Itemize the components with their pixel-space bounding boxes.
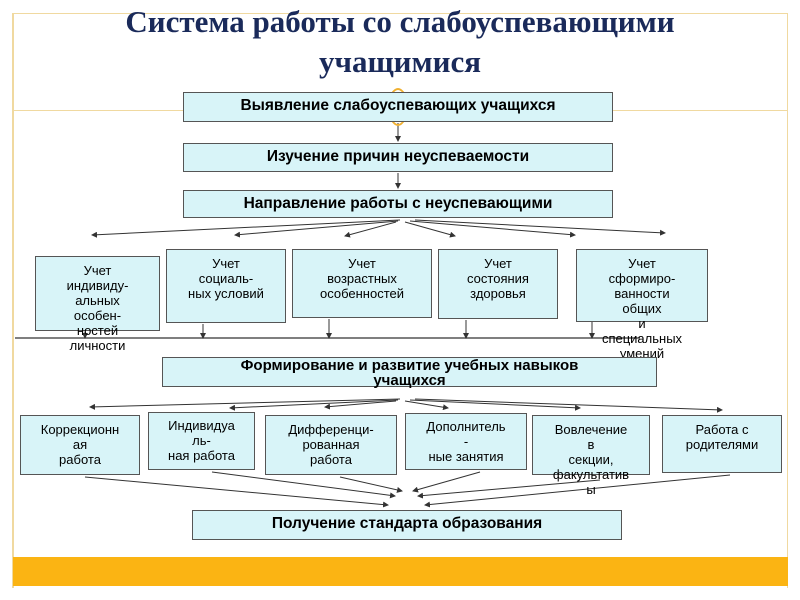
slide-frame-right — [787, 13, 788, 588]
box-line: состояния — [467, 271, 529, 286]
box-line: ные занятия — [428, 449, 504, 464]
box-line: Вовлечение — [554, 422, 628, 437]
box-line: ванности — [614, 286, 670, 301]
work-sections: Вовлечение в секции, факультатив ы — [532, 415, 650, 497]
box-line: альных — [75, 293, 120, 308]
result-box: Получение стандарта образования — [192, 510, 622, 540]
box-line: личности — [69, 338, 126, 353]
box-line: ностей — [76, 323, 119, 338]
box-line: ы — [586, 482, 596, 497]
box-line: возрастных — [327, 271, 397, 286]
box-line: работа — [310, 452, 352, 467]
box-line: социаль- — [198, 271, 254, 286]
title-line: Система работы со слабоуспевающими — [125, 4, 675, 39]
work-correction: Коррекционн ая работа — [20, 415, 140, 475]
box-line: в — [587, 437, 595, 452]
box-line: и — [638, 316, 646, 331]
accounting-health: Учет состояния здоровья — [438, 249, 558, 319]
box-line: Работа с — [695, 422, 749, 437]
step-direction: Направление работы с неуспевающими — [183, 190, 613, 218]
box-line: ных условий — [188, 286, 264, 301]
box-line: ая — [72, 437, 88, 452]
box-line: - — [463, 434, 469, 449]
box-line: Учет — [628, 256, 656, 271]
box-line: Учет — [484, 256, 512, 271]
box-line: Учет — [212, 256, 240, 271]
box-line: Учет — [348, 256, 376, 271]
box-line: Учет — [83, 263, 112, 278]
box-line: Дополнитель — [426, 419, 506, 434]
box-line: особен- — [73, 308, 122, 323]
box-line: Индивидуа — [168, 418, 235, 433]
box-line: специальных — [601, 331, 683, 346]
accounting-social: Учет социаль- ных условий — [166, 249, 286, 323]
box-line: секции, — [568, 452, 614, 467]
box-line: общих — [622, 301, 662, 316]
box-line: учащихся — [373, 372, 446, 389]
accounting-skills: Учет сформиро- ванности общих и специаль… — [576, 249, 708, 361]
accounting-age: Учет возрастных особенностей — [292, 249, 432, 318]
box-line: Коррекционн — [40, 422, 120, 437]
formation-box: Формирование и развитие учебных навыков … — [162, 357, 657, 389]
box-line: факультатив — [552, 467, 630, 482]
box-line: ная работа — [168, 448, 235, 463]
work-differentiated: Дифференци- рованная работа — [265, 415, 397, 475]
box-line: сформиро- — [608, 271, 676, 286]
work-individual: Индивидуа ль- ная работа — [148, 412, 255, 470]
box-line: особенностей — [319, 286, 405, 301]
work-parents: Работа с родителями — [662, 415, 782, 473]
slide-frame-left — [12, 13, 14, 588]
slide-title: Система работы со слабоуспевающими учащи… — [60, 2, 740, 82]
box-line: индивиду- — [66, 278, 129, 293]
box-line: родителями — [685, 437, 759, 452]
box-line: рованная — [302, 437, 360, 452]
box-line: здоровья — [470, 286, 526, 301]
slide-frame-top — [12, 13, 788, 14]
box-line: Формирование и развитие учебных навыков — [240, 357, 579, 374]
box-line: Дифференци- — [288, 422, 374, 437]
step-identify: Выявление слабоуспевающих учащихся — [183, 92, 613, 122]
accounting-individual: Учет индивиду- альных особен- ностей лич… — [35, 256, 160, 353]
footer-bar — [13, 557, 788, 586]
step-study: Изучение причин неуспеваемости — [183, 143, 613, 172]
title-line: учащимися — [318, 44, 482, 79]
box-line: ль- — [192, 433, 211, 448]
work-additional: Дополнитель - ные занятия — [405, 413, 527, 470]
box-line: работа — [59, 452, 101, 467]
